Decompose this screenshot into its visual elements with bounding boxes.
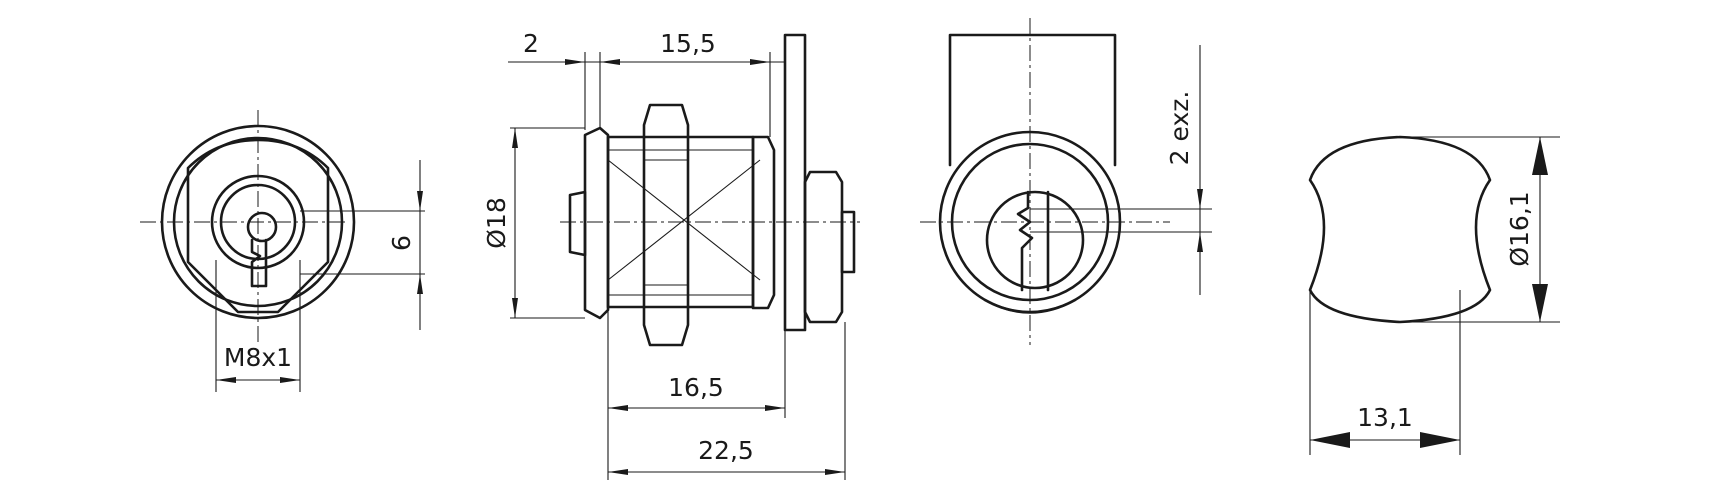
- side-rear-nut: [803, 170, 844, 324]
- side-flange-label: 2: [523, 29, 539, 58]
- cam-view: Ø16,1 13,1: [1308, 135, 1560, 455]
- side-body-label: 16,5: [668, 373, 724, 402]
- side-body-arrow-right: [765, 405, 785, 411]
- front-hex-nut: [186, 138, 330, 314]
- cam-width-arrow-left: [1310, 432, 1350, 448]
- side-total-arrow-left: [608, 469, 628, 475]
- rear-key-slot: [1016, 190, 1050, 292]
- cam-diameter-arrow-bottom: [1532, 284, 1548, 322]
- cam-diameter-label: Ø16,1: [1505, 191, 1534, 266]
- front-thread-arrow-right: [280, 377, 300, 383]
- front-thread-label: M8x1: [224, 343, 292, 372]
- side-hex-nut: [642, 103, 690, 347]
- side-cylinder-face: [568, 190, 587, 257]
- front-offset-arrow-top: [417, 191, 423, 211]
- side-diameter-label: Ø18: [482, 197, 511, 249]
- side-cam-plate: [783, 33, 807, 332]
- side-washer: [751, 135, 776, 310]
- front-offset-arrow-bottom: [417, 274, 423, 294]
- side-view: 2 15,5 Ø18 16,5 22,5: [482, 29, 860, 480]
- side-front-collar: [583, 126, 610, 320]
- front-view: M8x1 6: [140, 110, 425, 392]
- side-screw-end: [840, 210, 856, 274]
- front-keyhole: [246, 211, 278, 243]
- side-top-label: 15,5: [660, 29, 716, 58]
- side-diameter-arrow-bottom: [512, 298, 518, 318]
- cam-width-label: 13,1: [1357, 403, 1413, 432]
- rear-view: 2 exz.: [920, 18, 1212, 345]
- side-flange-arrow-left: [565, 59, 585, 65]
- front-plug-outer: [210, 174, 306, 270]
- rear-cam-tab: [948, 33, 1117, 167]
- front-outer-ring: [160, 124, 356, 320]
- side-total-label: 22,5: [698, 436, 754, 465]
- rear-inner-ring: [950, 142, 1110, 302]
- front-inner-ring: [172, 136, 344, 308]
- rear-plug: [985, 190, 1085, 290]
- side-flat-cross-2: [607, 159, 761, 281]
- rear-collar-arc: [983, 298, 1077, 314]
- front-thread-arrow-left: [216, 377, 236, 383]
- rear-ecc-label: 2 exz.: [1165, 91, 1194, 166]
- side-total-arrow-right: [825, 469, 845, 475]
- rear-ecc-arrow-top: [1197, 189, 1203, 209]
- side-diameter-arrow-top: [512, 128, 518, 148]
- side-top-arrow-right: [750, 59, 770, 65]
- cam-outline: [1308, 135, 1492, 324]
- cam-width-arrow-right: [1420, 432, 1460, 448]
- front-offset-label: 6: [387, 235, 416, 251]
- front-key-slot: [250, 238, 268, 288]
- cam-diameter-arrow-top: [1532, 137, 1548, 175]
- rear-ecc-arrow-bottom: [1197, 232, 1203, 252]
- side-body-arrow-left: [608, 405, 628, 411]
